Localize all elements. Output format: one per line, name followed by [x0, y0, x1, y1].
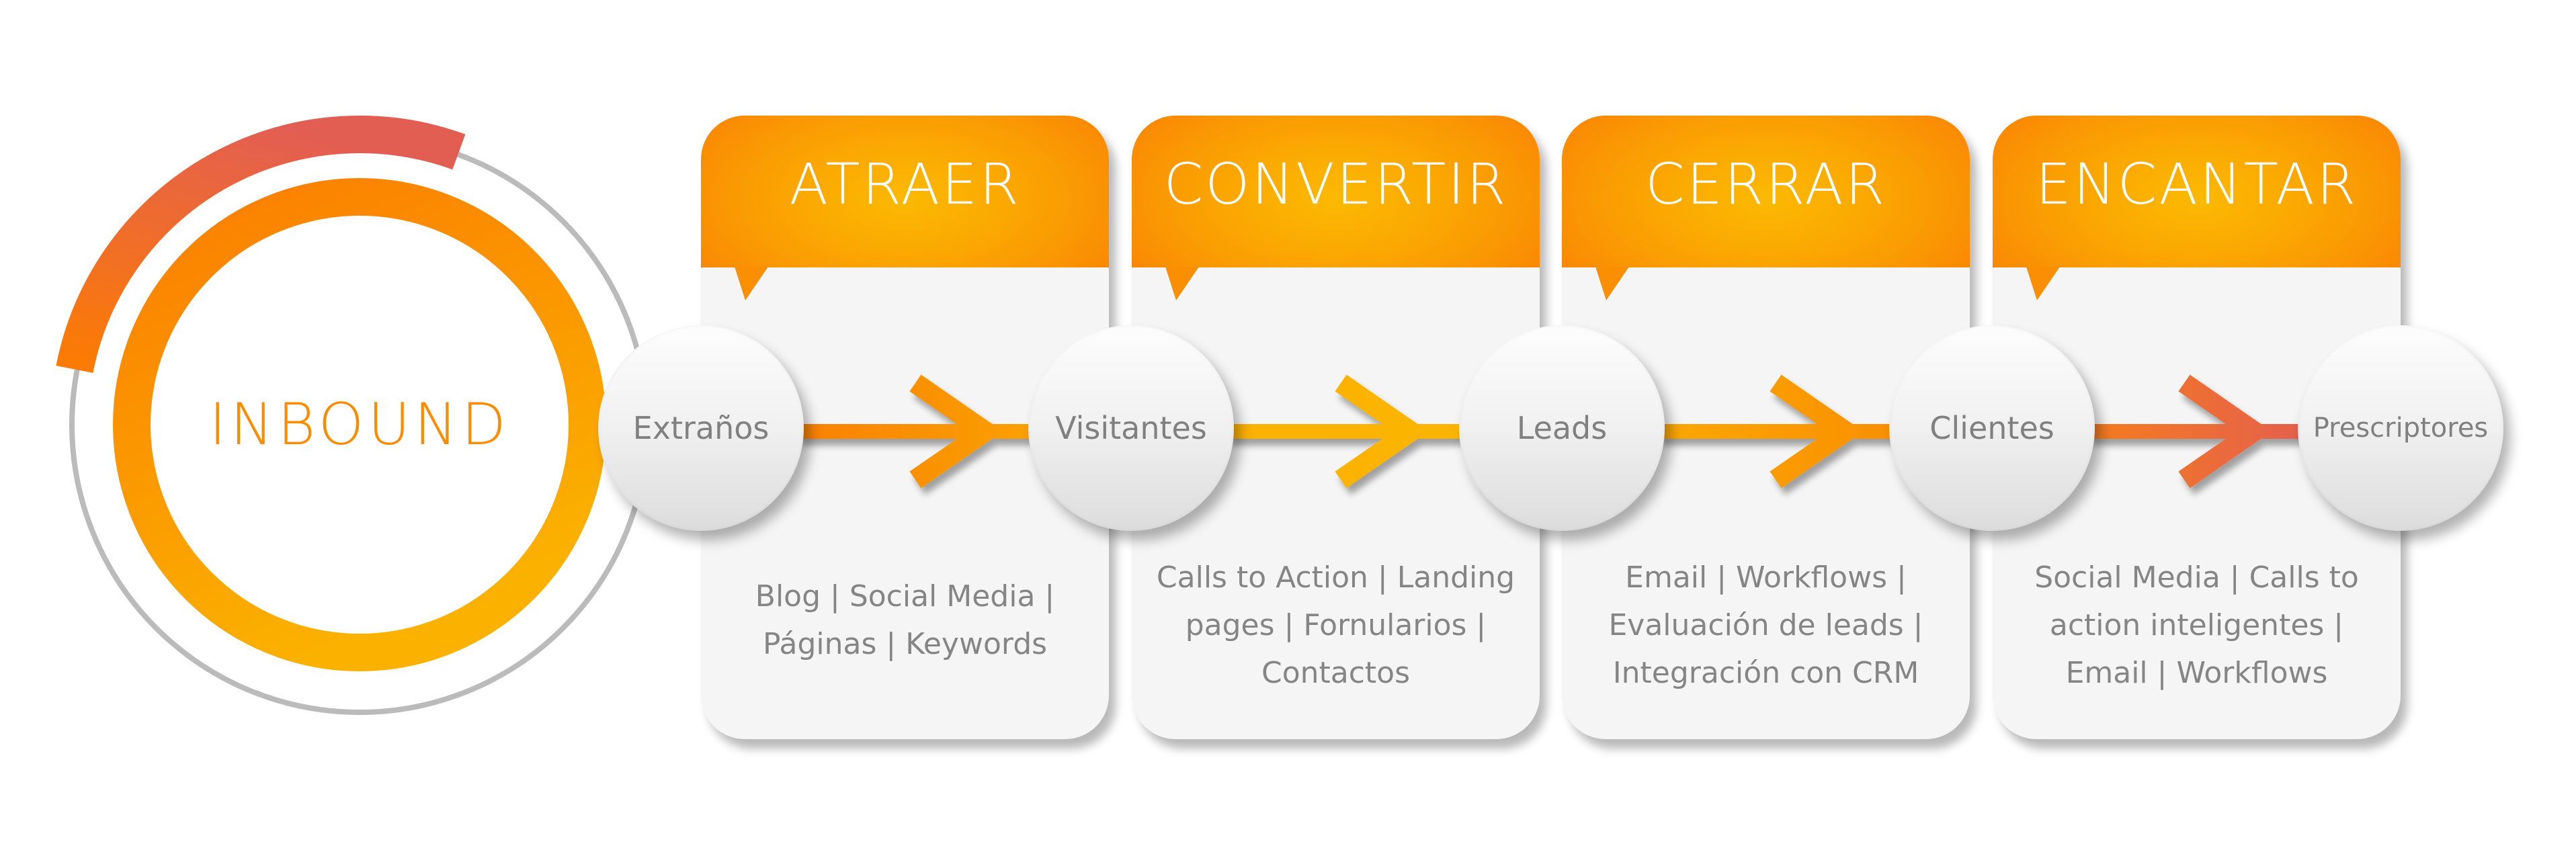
- stage-header: CERRAR: [1562, 116, 1970, 267]
- stage-tools: Email | Workflows | Evaluación de leads …: [1575, 554, 1956, 697]
- tools-line: Calls to Action | Landing: [1156, 560, 1515, 595]
- node-extranos: Extraños: [598, 325, 804, 531]
- tools-line: Blog | Social Media |: [755, 579, 1055, 614]
- stage-tools: Blog | Social Media | Páginas | Keywords: [714, 573, 1095, 668]
- tools-line: Social Media | Calls to: [2034, 560, 2359, 595]
- stage-title: ATRAER: [789, 151, 1021, 217]
- node-prescriptores: Prescriptores: [2298, 325, 2503, 531]
- node-leads: Leads: [1459, 325, 1665, 531]
- node-clientes: Clientes: [1889, 325, 2095, 531]
- tools-line: Páginas | Keywords: [762, 627, 1048, 661]
- tools-line: Email | Workflows: [2065, 656, 2328, 690]
- tools-line: Integración con CRM: [1612, 656, 1919, 690]
- arrow-head: [1770, 374, 1864, 489]
- node-visitantes: Visitantes: [1028, 325, 1234, 531]
- node-label: Extraños: [632, 410, 770, 446]
- flow-arrow: [2088, 374, 2304, 489]
- tools-line: Email | Workflows |: [1625, 560, 1907, 595]
- flow-arrow: [1658, 374, 1896, 489]
- node-label: Prescriptores: [2313, 413, 2489, 444]
- arrow-head: [909, 374, 1003, 489]
- stage-header: ATRAER: [701, 116, 1109, 267]
- inner-orange-ring: [113, 178, 606, 671]
- stage-header: CONVERTIR: [1132, 116, 1540, 267]
- arrow-shaft: [2088, 424, 2304, 439]
- stage-tools: Calls to Action | Landing pages | Fornul…: [1145, 554, 1526, 697]
- arrow-head: [1335, 374, 1429, 489]
- tools-line: action inteligentes |: [2049, 608, 2344, 642]
- stage-title: CERRAR: [1645, 151, 1886, 217]
- progress-arc: [56, 116, 466, 373]
- flow-arrow: [797, 374, 1035, 489]
- arrow-shaft: [1227, 424, 1466, 439]
- stage-title: CONVERTIR: [1163, 151, 1508, 217]
- inbound-title: INBOUND: [209, 391, 510, 458]
- node-label: Visitantes: [1055, 410, 1207, 446]
- stage-header: ENCANTAR: [1993, 116, 2401, 267]
- tools-line: pages | Fornularios |: [1185, 608, 1487, 642]
- flow-arrow: [1227, 374, 1466, 489]
- node-label: Leads: [1516, 410, 1608, 446]
- tools-line: Contactos: [1261, 656, 1411, 690]
- node-label: Clientes: [1929, 410, 2054, 446]
- tools-line: Evaluación de leads |: [1608, 608, 1923, 642]
- arrow-head: [2178, 374, 2272, 489]
- stage-title: ENCANTAR: [2035, 151, 2358, 217]
- stage-tools: Social Media | Calls to action inteligen…: [2006, 554, 2387, 697]
